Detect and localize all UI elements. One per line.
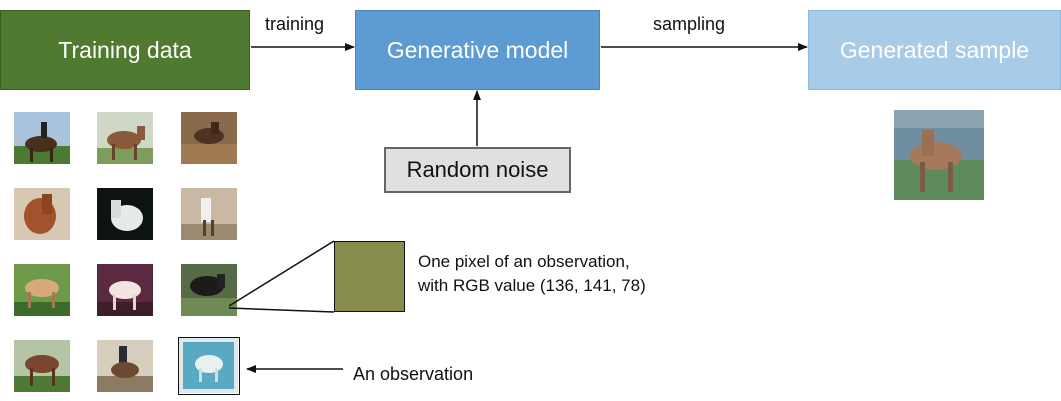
generative-model-box: Generative model — [355, 10, 600, 90]
sampling-arrow-label: sampling — [653, 14, 726, 34]
pixel-annotation-line2: with RGB value (136, 141, 78) — [418, 276, 646, 295]
training-image-thumbnail — [181, 264, 237, 316]
random-noise-box: Random noise — [384, 147, 571, 193]
pixel-annotation: One pixel of an observation, with RGB va… — [418, 250, 646, 298]
training-image-thumbnail — [14, 264, 70, 316]
training-image-thumbnail — [97, 340, 153, 392]
training-data-box: Training data — [0, 10, 250, 90]
training-image-thumbnail — [14, 112, 70, 164]
training-image-thumbnail — [97, 188, 153, 240]
zoom-line-bottom — [228, 307, 335, 313]
training-image-thumbnail — [14, 188, 70, 240]
training-image-thumbnail — [181, 112, 237, 164]
generated-sample-box: Generated sample — [808, 10, 1061, 90]
pixel-annotation-line1: One pixel of an observation, — [418, 252, 630, 271]
zoom-line-top — [228, 240, 335, 307]
training-arrow-label: training — [265, 14, 325, 34]
observation-image-thumbnail — [178, 337, 240, 395]
training-image-thumbnail — [14, 340, 70, 392]
generated-sample-label: Generated sample — [839, 36, 1030, 63]
training-data-label: Training data — [58, 36, 192, 63]
training-image-thumbnail — [181, 188, 237, 240]
observation-annotation: An observation — [353, 364, 474, 384]
generated-sample-image — [894, 110, 984, 200]
training-image-thumbnail — [97, 264, 153, 316]
training-image-thumbnail — [97, 112, 153, 164]
generative-model-label: Generative model — [386, 36, 569, 63]
random-noise-label: Random noise — [406, 157, 549, 182]
pixel-swatch — [334, 241, 405, 312]
